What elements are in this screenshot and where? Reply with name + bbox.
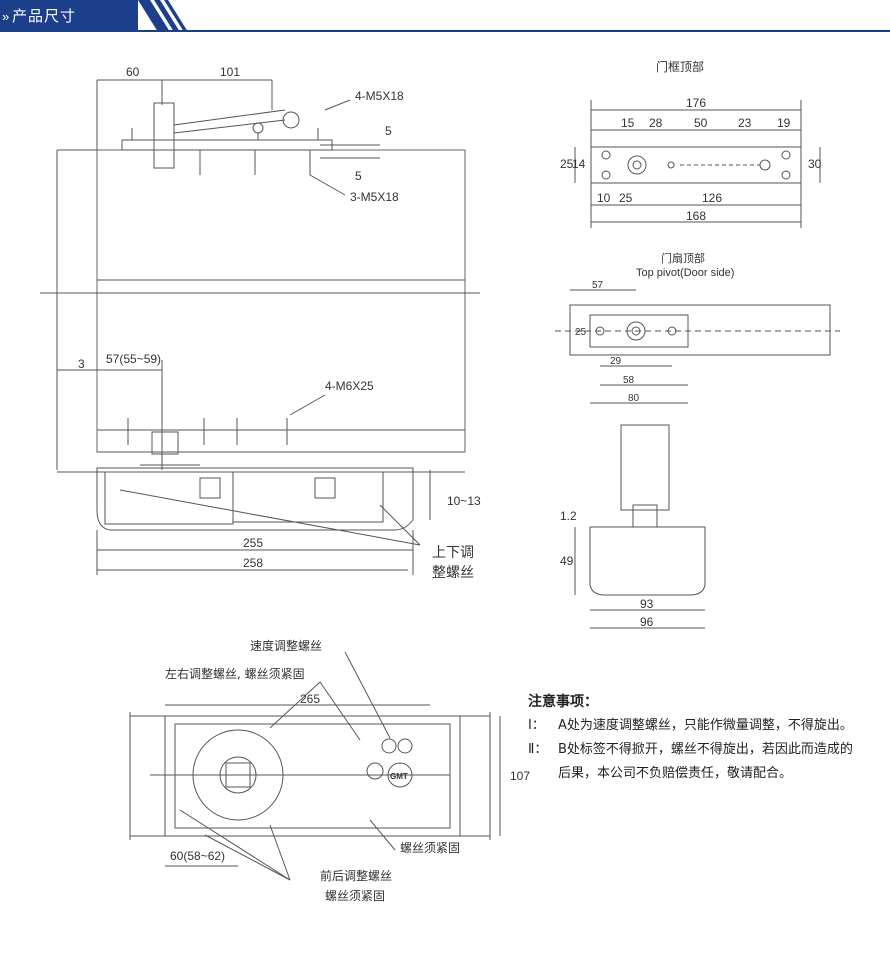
header-rule [0, 30, 890, 32]
dim-57b: 57 [592, 280, 604, 291]
end-view [574, 424, 706, 629]
door-top-title-en: Top pivot(Door side) [636, 267, 734, 279]
dim-80: 80 [628, 393, 640, 404]
dim-58: 58 [623, 375, 635, 386]
section-title: 产品尺寸 [12, 7, 77, 25]
dim-25b: 25 [619, 191, 633, 205]
dim-23: 23 [738, 116, 752, 130]
dim-28: 28 [649, 116, 663, 130]
section-header: 产品尺寸 [0, 0, 890, 32]
dim-10-13: 10~13 [447, 494, 481, 508]
dim-29: 29 [610, 356, 622, 367]
label-adjust-2: 整螺丝 [432, 565, 474, 581]
notes-title: 注意事项： [528, 694, 598, 710]
chevron-icon: » [2, 9, 9, 24]
label-screw-top: 4-M5X18 [355, 89, 404, 103]
dim-168: 168 [686, 209, 706, 223]
note-num: Ⅱ： [528, 742, 548, 757]
note-item: Ⅰ： A处为速度调整螺丝，只能作微量调整，不得旋出。 [528, 714, 858, 738]
brand-label: GMT [390, 772, 408, 781]
note-num: Ⅰ： [528, 718, 545, 733]
dim-3: 3 [78, 357, 85, 371]
dim-19: 19 [777, 116, 791, 130]
notes-panel: 注意事项： Ⅰ： A处为速度调整螺丝，只能作微量调整，不得旋出。 Ⅱ： B处标签… [528, 690, 858, 786]
dim-15: 15 [621, 116, 635, 130]
label-fb2: 螺丝须紧固 [325, 889, 385, 903]
dim-10: 10 [597, 191, 611, 205]
dim-107: 107 [510, 769, 530, 783]
frame-top-view [574, 100, 821, 228]
dim-176: 176 [686, 96, 706, 110]
label-fb1: 前后调整螺丝 [320, 868, 392, 883]
label-speed: 速度调整螺丝 [250, 638, 322, 653]
note-item: Ⅱ： B处标签不得掀开，螺丝不得旋出，若因此而造成的后果，本公司不负赔偿责任，敬… [528, 738, 858, 786]
label-fix: 螺丝须紧固 [400, 841, 460, 855]
header-stripes: » [2, 0, 188, 32]
note-text: B处标签不得掀开，螺丝不得旋出，若因此而造成的后果，本公司不负赔偿责任，敬请配合… [558, 742, 853, 781]
label-lr: 左右调整螺丝, 螺丝须紧固 [165, 666, 305, 681]
door-top-title-cn: 门扇顶部 [661, 251, 705, 265]
dim-258: 258 [243, 556, 263, 570]
dim-5a: 5 [385, 124, 392, 138]
plan-view [129, 651, 501, 881]
label-screw-m6: 4-M6X25 [325, 379, 374, 393]
dim-101: 101 [220, 65, 240, 79]
dim-5b: 5 [355, 169, 362, 183]
dim-25: 25 [560, 157, 574, 171]
door-top-view [555, 289, 840, 404]
dim-50: 50 [694, 116, 708, 130]
side-view [40, 79, 480, 575]
dim-25c: 25 [575, 327, 587, 338]
dim-57: 57(55~59) [106, 352, 161, 366]
dim-126: 126 [702, 191, 722, 205]
dim-93: 93 [640, 597, 654, 611]
dim-30: 30 [808, 157, 822, 171]
dim-60-plan: 60(58~62) [170, 849, 225, 863]
label-adjust-1: 上下调 [432, 545, 474, 561]
dim-96: 96 [640, 615, 654, 629]
label-screw-bottom: 3-M5X18 [350, 190, 399, 204]
section-header-bar [0, 0, 138, 32]
dim-49: 49 [560, 554, 574, 568]
dim-255: 255 [243, 536, 263, 550]
dim-1-2: 1.2 [560, 509, 577, 523]
dim-60: 60 [126, 65, 140, 79]
note-text: A处为速度调整螺丝，只能作微量调整，不得旋出。 [558, 718, 853, 733]
frame-top-title: 门框顶部 [656, 59, 704, 74]
dim-265: 265 [300, 692, 320, 706]
dim-14: 14 [572, 157, 586, 171]
